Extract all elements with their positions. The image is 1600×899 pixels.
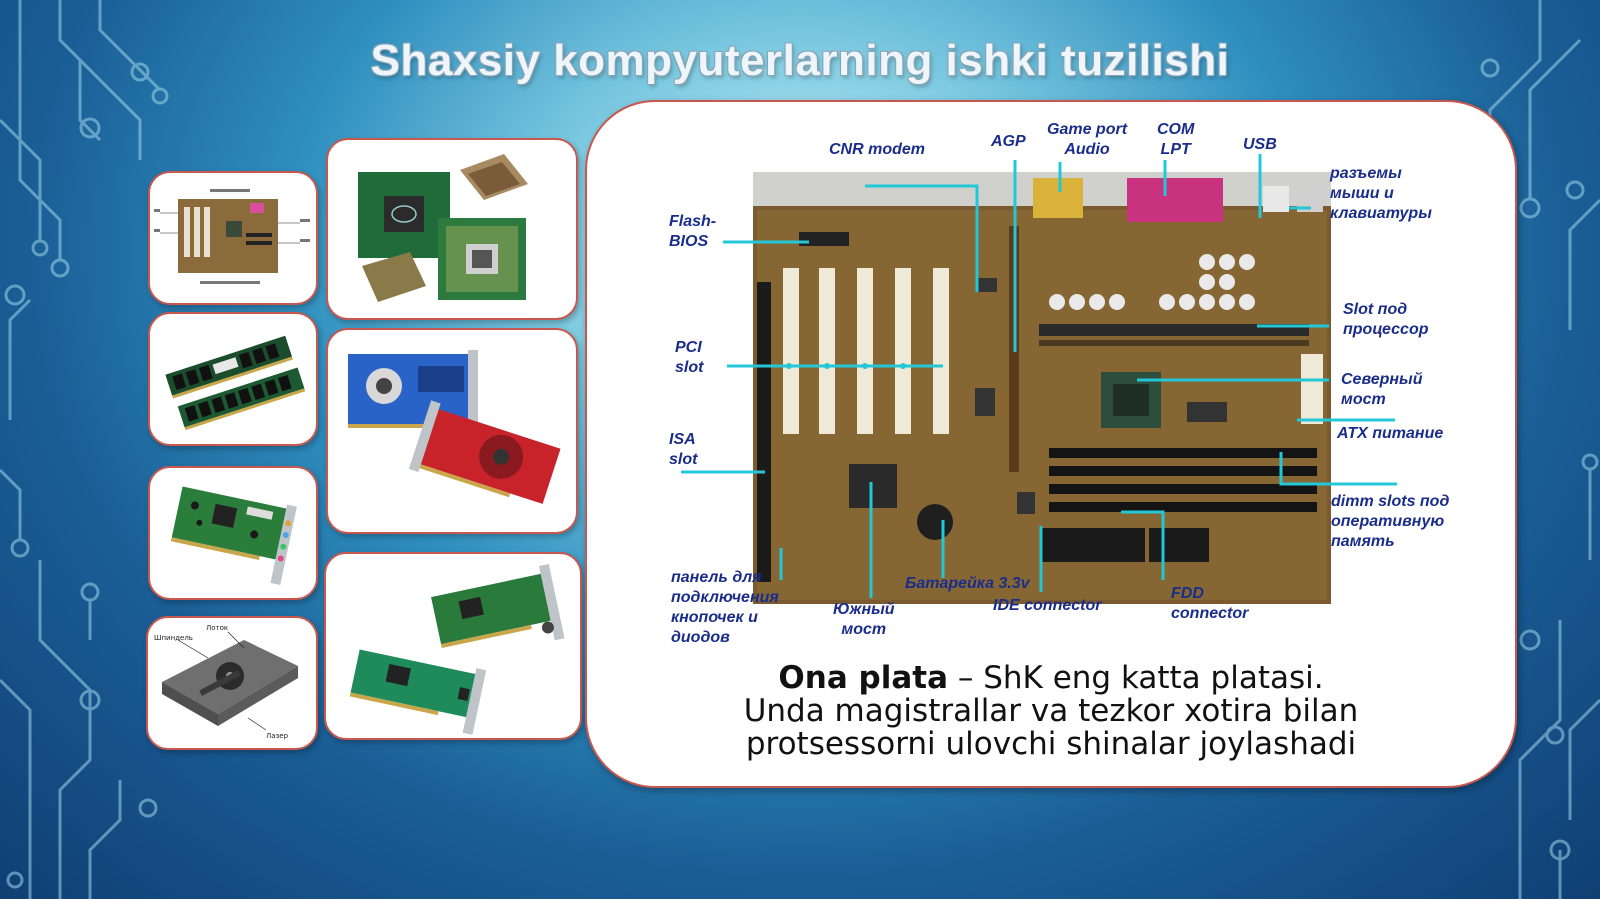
optical-drive-thumbnail: Шпиндель Лоток Лазер [146, 616, 318, 750]
label-fdd-connector: FDD connector [1171, 585, 1249, 622]
label-south-bridge: Южный мост [833, 601, 895, 638]
label-slot-cpu: Slot под процессор [1343, 301, 1429, 338]
spindle-label: Шпиндель [154, 634, 193, 642]
video-cards-thumbnail [326, 328, 578, 534]
label-cnr-modem: CNR modem [829, 141, 926, 158]
label-com-lpt: COM LPT [1157, 121, 1195, 158]
label-agp: AGP [991, 133, 1026, 150]
network-cards-thumbnail [324, 552, 582, 740]
motherboard-diagram [681, 154, 1397, 604]
motherboard-thumbnail [148, 171, 318, 305]
caption-line-3: protsessorni ulovchi shinalar joylashadi [745, 726, 1357, 762]
label-game-port-audio: Game port Audio [1047, 121, 1128, 158]
caption-term: Ona plata [778, 660, 948, 696]
label-ide-connector: IDE connector [993, 597, 1102, 614]
diagram-caption: Ona plata – ShK eng katta platasi. Unda … [587, 662, 1515, 761]
ram-modules-thumbnail [148, 312, 318, 446]
label-north-bridge: Северный мост [1341, 371, 1423, 408]
label-usb: USB [1243, 136, 1277, 153]
label-battery: Батарейка 3.3v [905, 575, 1030, 592]
caption-line-1: – ShK eng katta platasi. [948, 660, 1324, 696]
slide-title: Shaxsiy kompyuterlarning ishki tuzilishi [370, 36, 1230, 85]
sound-card-thumbnail [148, 466, 318, 600]
laser-label: Лазер [266, 732, 289, 740]
label-dimm-slots: dimm slots под оперативную память [1331, 493, 1450, 550]
label-mouse-keyboard-ports: разъемы мыши и клавиатуры [1330, 165, 1432, 222]
label-atx-power: ATX питание [1337, 425, 1444, 442]
label-flash-bios: Flash- BIOS [669, 213, 717, 250]
motherboard-diagram-card: CNR modem AGP Game port Audio COM LPT US… [585, 100, 1517, 788]
label-pci-slot: PCI slot [675, 339, 704, 376]
caption-line-2: Unda magistrallar va tezkor xotira bilan [743, 693, 1359, 729]
label-front-panel: панель для подключения кнопочек и диодов [671, 569, 779, 646]
label-isa-slot: ISA slot [669, 431, 698, 468]
processors-thumbnail [326, 138, 578, 320]
tray-label: Лоток [206, 624, 228, 632]
